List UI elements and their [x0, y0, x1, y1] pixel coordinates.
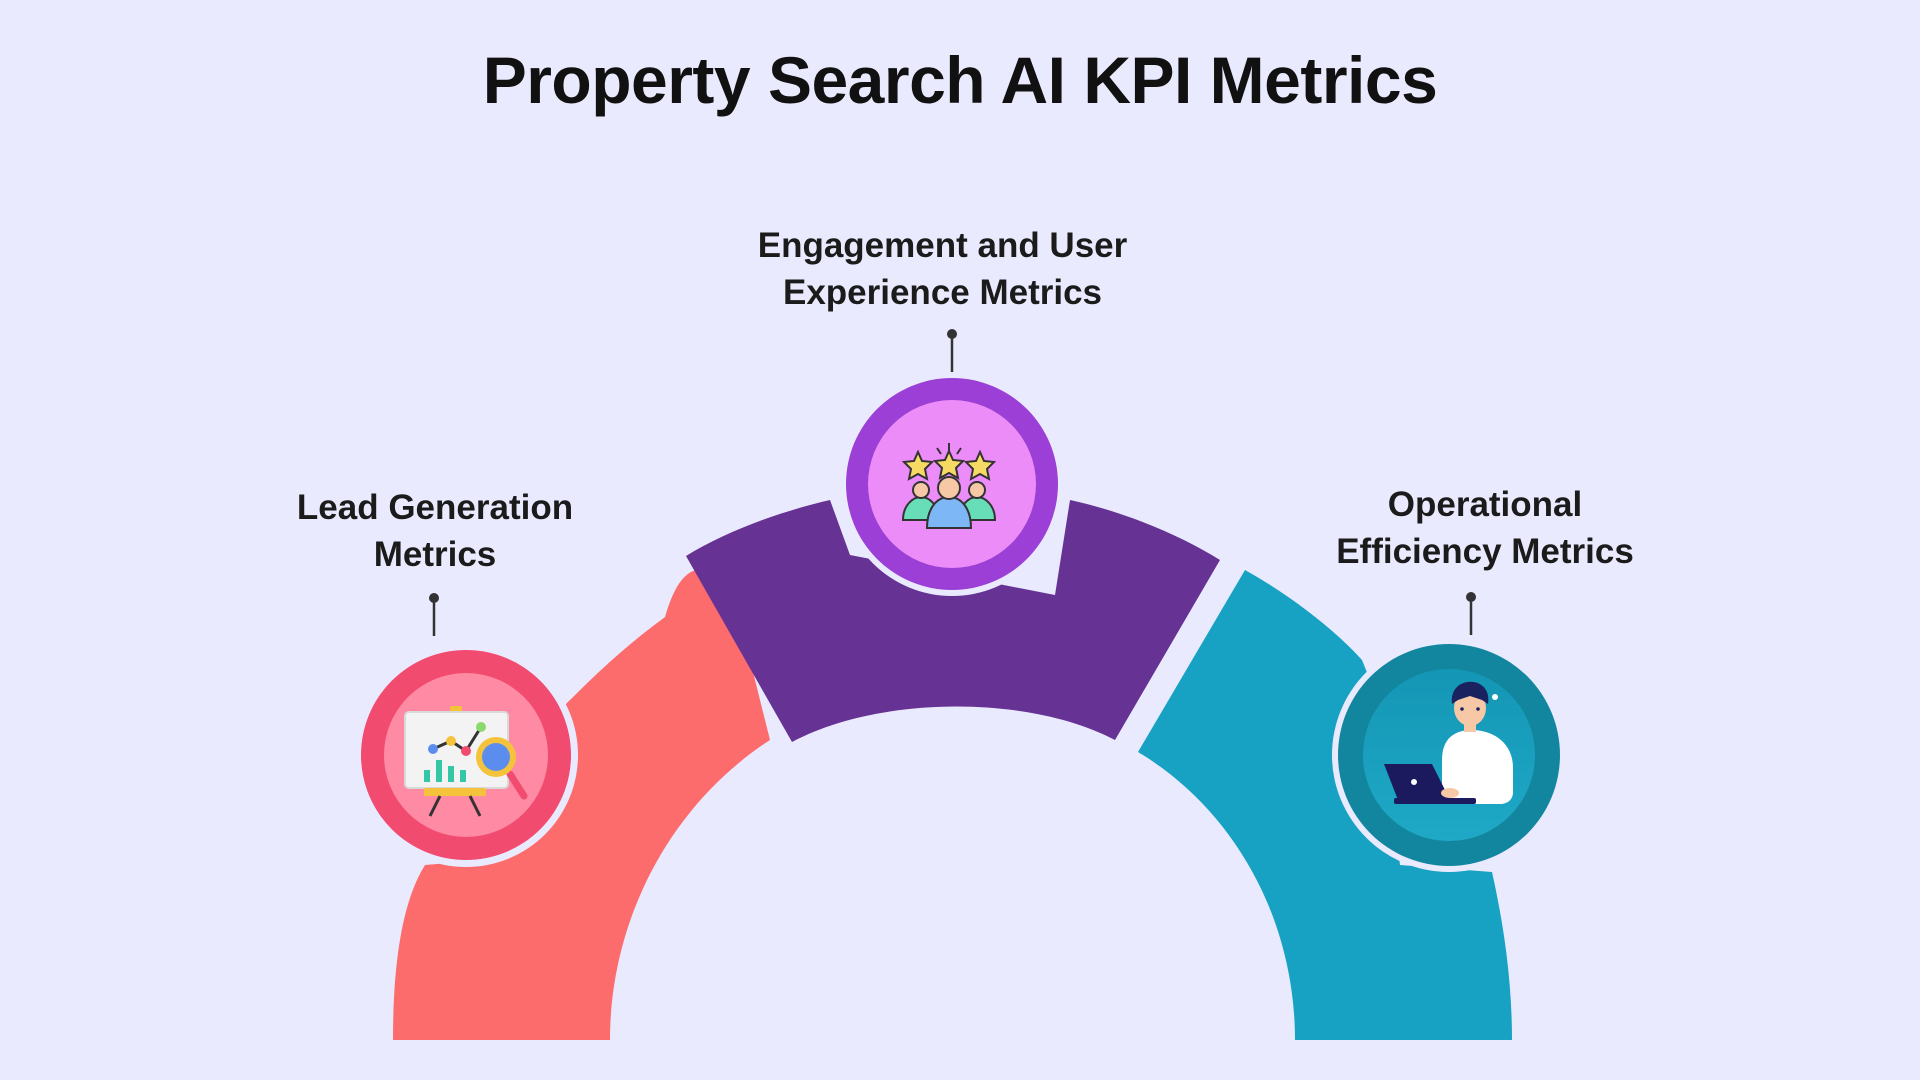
segment-engagement [686, 500, 1220, 742]
person-using-laptop-icon [1384, 681, 1513, 804]
pin-operational [1466, 592, 1476, 635]
segment-lead-generation [393, 569, 770, 1040]
presentation-chart-magnifier-icon [404, 706, 528, 817]
page-title: Property Search AI KPI Metrics [482, 43, 1438, 117]
segment-operational [1138, 570, 1512, 1040]
pin-lead [429, 593, 439, 636]
label-lead-generation: Lead Generation Metrics [296, 488, 574, 574]
badge-lead [354, 643, 578, 867]
label-operational-efficiency: Operational Efficiency Metrics [1336, 485, 1634, 571]
user-group-rating-stars-icon [901, 443, 997, 529]
pin-engagement [947, 329, 957, 372]
label-engagement: Engagement and User Experience Metrics [757, 226, 1128, 312]
badge-operational [1332, 638, 1566, 872]
badge-engagement [840, 372, 1064, 596]
